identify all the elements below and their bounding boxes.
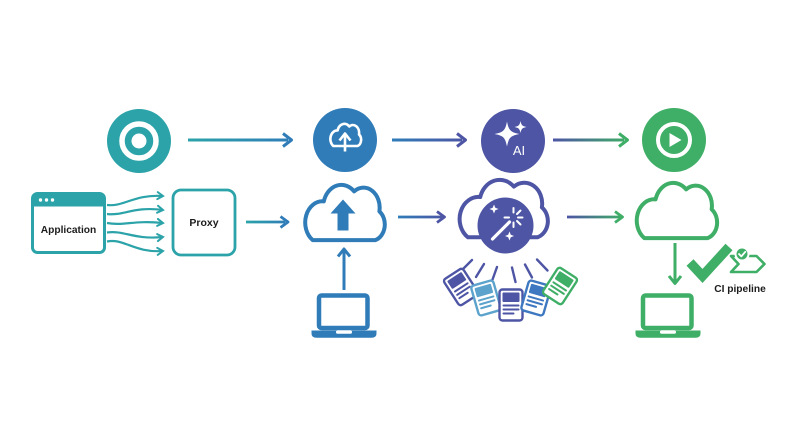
arrow-proxy-to-cloud (246, 215, 290, 229)
arrow-aicloud-to-delivery (567, 210, 624, 224)
proxy-label: Proxy (189, 217, 218, 229)
generation-rays (459, 258, 549, 284)
laptop-download-icon (635, 293, 701, 338)
cloud-upload-icon (313, 108, 377, 172)
delivery-cloud (637, 183, 717, 238)
upload-arrow-icon (330, 199, 356, 231)
check-badge-icon (734, 246, 750, 262)
application-window: Application (31, 192, 106, 254)
ai-label: AI (513, 143, 525, 158)
request-stream-arrows (106, 191, 165, 256)
document-card (470, 279, 502, 317)
checkmark-icon (686, 243, 733, 284)
upload-cloud (305, 185, 385, 240)
ci-pipeline-badge: CI pipeline (714, 246, 766, 295)
magic-wand-icon (490, 207, 524, 241)
arrow-upload-to-ai (392, 132, 467, 148)
play-icon (642, 108, 706, 172)
record-icon (107, 109, 171, 173)
ai-sparkle-icon: AI (481, 109, 545, 173)
document-card (541, 266, 579, 306)
arrow-ai-to-play (553, 132, 629, 148)
arrow-record-to-upload (188, 132, 293, 148)
window-dots-icon (38, 198, 55, 202)
sparkle-icon (489, 204, 499, 214)
document-card (498, 288, 524, 322)
arrow-laptop-to-cloud (336, 247, 352, 290)
ai-processing-cloud (460, 180, 548, 254)
arrow-cloud-to-aicloud (398, 210, 446, 224)
arrow-cloud-to-laptop (667, 243, 683, 285)
document-cards (442, 266, 579, 322)
ci-pipeline-label: CI pipeline (714, 284, 766, 295)
application-label: Application (41, 225, 96, 236)
document-card (442, 267, 480, 307)
laptop-upload-icon (311, 293, 377, 338)
sparkle-icon (505, 231, 514, 241)
proxy-box: Proxy (171, 188, 237, 257)
